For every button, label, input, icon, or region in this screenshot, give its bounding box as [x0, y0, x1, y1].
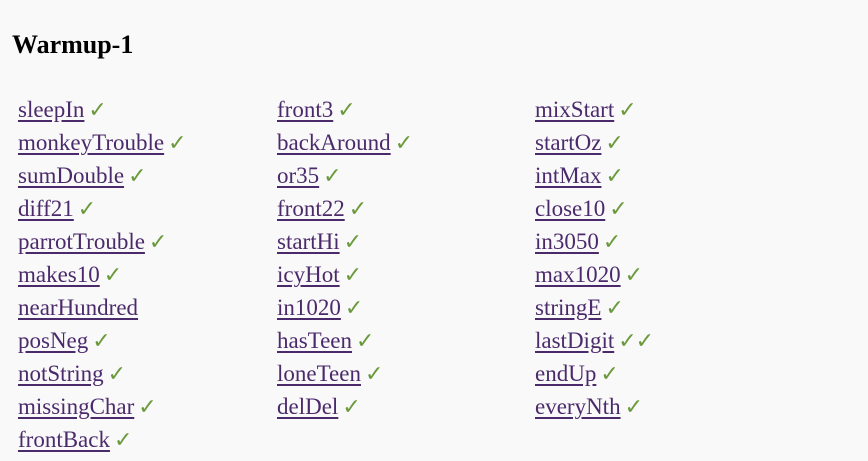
- problem-item: missingChar✓: [18, 390, 268, 423]
- problem-item: in3050✓: [535, 225, 785, 258]
- problem-item: parrotTrouble✓: [18, 225, 268, 258]
- check-icon: ✓: [344, 296, 363, 321]
- problem-link[interactable]: parrotTrouble: [18, 229, 145, 254]
- problem-item: sleepIn✓: [18, 93, 268, 126]
- problem-link[interactable]: delDel: [277, 394, 339, 419]
- problem-link[interactable]: stringE: [535, 295, 602, 320]
- check-icon: ✓: [624, 395, 643, 420]
- problem-item: nearHundred: [18, 291, 268, 324]
- problem-item: startHi✓: [277, 225, 527, 258]
- problem-item: front22✓: [277, 192, 527, 225]
- problem-link[interactable]: nearHundred: [18, 295, 139, 320]
- problem-item: lastDigit✓✓: [535, 324, 785, 357]
- problem-item: frontBack✓: [18, 423, 268, 456]
- problem-item: in1020✓: [277, 291, 527, 324]
- problem-column-2: front3✓backAround✓or35✓front22✓startHi✓i…: [277, 93, 527, 423]
- problem-link[interactable]: in1020: [277, 295, 341, 320]
- problem-item: endUp✓: [535, 357, 785, 390]
- problem-link[interactable]: front3: [277, 97, 334, 122]
- problem-link[interactable]: icyHot: [277, 262, 340, 287]
- problem-link[interactable]: startHi: [277, 229, 340, 254]
- problem-item: monkeyTrouble✓: [18, 126, 268, 159]
- check-icon: ✓: [337, 98, 355, 123]
- problem-item: mixStart✓: [535, 93, 785, 126]
- check-icon: ✓: [364, 362, 383, 387]
- problem-column-1: sleepIn✓monkeyTrouble✓sumDouble✓diff21✓p…: [18, 93, 268, 456]
- check-icon: ✓: [168, 131, 186, 156]
- problem-link[interactable]: intMax: [535, 163, 602, 188]
- check-icon: ✓: [348, 197, 367, 222]
- problem-item: delDel✓: [277, 390, 527, 423]
- problem-item: everyNth✓: [535, 390, 785, 423]
- problem-item: stringE✓: [535, 291, 785, 324]
- problem-link[interactable]: makes10: [18, 262, 100, 287]
- check-icon: ✓: [92, 329, 110, 354]
- check-icon: ✓: [605, 296, 623, 321]
- check-icon: ✓: [88, 98, 106, 123]
- problem-link[interactable]: sleepIn: [18, 97, 85, 122]
- problem-link[interactable]: backAround: [277, 130, 391, 155]
- check-icon: ✓: [605, 164, 623, 189]
- problem-link[interactable]: notString: [18, 361, 104, 386]
- check-icon: ✓✓: [618, 329, 654, 354]
- problem-link[interactable]: hasTeen: [277, 328, 353, 353]
- problem-link[interactable]: diff21: [18, 196, 74, 221]
- check-icon: ✓: [356, 329, 374, 354]
- problem-item: hasTeen✓: [277, 324, 527, 357]
- check-icon: ✓: [113, 428, 132, 453]
- problem-link[interactable]: max1020: [535, 262, 621, 287]
- problem-link[interactable]: close10: [535, 196, 606, 221]
- check-icon: ✓: [343, 230, 362, 255]
- problem-item: backAround✓: [277, 126, 527, 159]
- problem-column-3: mixStart✓startOz✓intMax✓close10✓in3050✓m…: [535, 93, 785, 423]
- problem-item: startOz✓: [535, 126, 785, 159]
- problem-item: sumDouble✓: [18, 159, 268, 192]
- problem-link[interactable]: posNeg: [18, 328, 89, 353]
- problem-item: intMax✓: [535, 159, 785, 192]
- problem-item: close10✓: [535, 192, 785, 225]
- problem-link[interactable]: endUp: [535, 361, 597, 386]
- check-icon: ✓: [107, 362, 126, 387]
- check-icon: ✓: [138, 395, 156, 420]
- check-icon: ✓: [103, 263, 122, 288]
- problem-item: icyHot✓: [277, 258, 527, 291]
- problem-link[interactable]: or35: [277, 163, 320, 188]
- page-title: Warmup-1: [12, 30, 134, 59]
- check-icon: ✓: [128, 164, 146, 189]
- problem-link[interactable]: in3050: [535, 229, 599, 254]
- problem-item: or35✓: [277, 159, 527, 192]
- problem-item: loneTeen✓: [277, 357, 527, 390]
- problem-link[interactable]: everyNth: [535, 394, 621, 419]
- problem-link[interactable]: mixStart: [535, 97, 615, 122]
- check-icon: ✓: [342, 395, 360, 420]
- check-icon: ✓: [77, 197, 96, 222]
- check-icon: ✓: [609, 197, 627, 222]
- problem-item: front3✓: [277, 93, 527, 126]
- check-icon: ✓: [618, 98, 636, 123]
- problem-item: makes10✓: [18, 258, 268, 291]
- check-icon: ✓: [624, 263, 643, 288]
- problem-link[interactable]: startOz: [535, 130, 602, 155]
- check-icon: ✓: [148, 230, 167, 255]
- problem-item: diff21✓: [18, 192, 268, 225]
- check-icon: ✓: [394, 131, 413, 156]
- check-icon: ✓: [323, 164, 341, 189]
- problem-link[interactable]: loneTeen: [277, 361, 361, 386]
- problem-link[interactable]: front22: [277, 196, 345, 221]
- problem-link[interactable]: sumDouble: [18, 163, 125, 188]
- problem-item: max1020✓: [535, 258, 785, 291]
- problem-link[interactable]: lastDigit: [535, 328, 615, 353]
- check-icon: ✓: [343, 263, 362, 288]
- problem-link[interactable]: missingChar: [18, 394, 135, 419]
- check-icon: ✓: [605, 131, 623, 156]
- check-icon: ✓: [602, 230, 621, 255]
- problem-link[interactable]: frontBack: [18, 427, 110, 452]
- problem-item: notString✓: [18, 357, 268, 390]
- problem-link[interactable]: monkeyTrouble: [18, 130, 165, 155]
- check-icon: ✓: [600, 362, 618, 387]
- problem-item: posNeg✓: [18, 324, 268, 357]
